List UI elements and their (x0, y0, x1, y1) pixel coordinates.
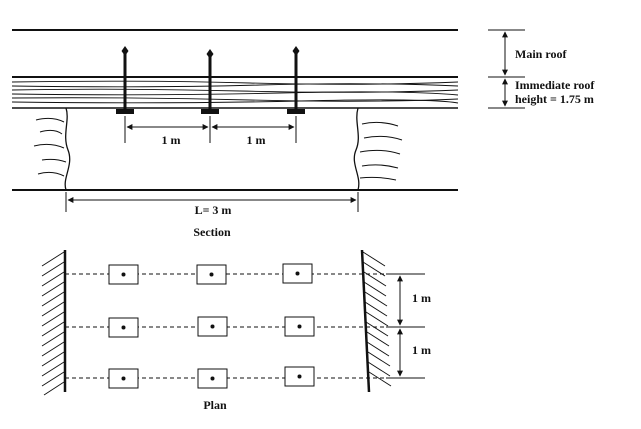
row-spacing-bottom-label: 1 m (412, 343, 431, 357)
span-dimension (65, 192, 359, 212)
plan-caption: Plan (203, 398, 227, 412)
section-view: 1 m 1 m L= 3 m Section Main roof Immedia… (11, 29, 595, 239)
row-spacing-dimension (386, 273, 425, 379)
bearing-plate (197, 316, 228, 337)
bearing-plate (197, 368, 228, 389)
span-label: L= 3 m (195, 203, 232, 217)
bearing-plate (284, 366, 315, 387)
bearing-plate (108, 368, 139, 389)
roof-bolt (287, 46, 305, 114)
left-pillar-wall (33, 107, 71, 191)
roof-bolt (116, 46, 134, 114)
bolt-spacing-right-label: 1 m (247, 133, 266, 147)
bolt-spacing-left-label: 1 m (162, 133, 181, 147)
bearing-plate (196, 264, 227, 285)
main-roof-label: Main roof (515, 47, 567, 61)
bolt-spacing-dimension (124, 116, 297, 143)
right-rib-wall (360, 249, 392, 393)
bearing-plate (284, 316, 315, 337)
right-pillar-wall (353, 107, 403, 191)
left-rib-wall (41, 250, 67, 396)
bearing-plate (108, 317, 139, 338)
bearing-plate (282, 263, 313, 284)
plan-view: 1 m 1 m Plan (41, 249, 431, 412)
immediate-roof-height-label: height = 1.75 m (515, 92, 594, 106)
bearing-plate (108, 264, 139, 285)
section-caption: Section (193, 225, 231, 239)
row-spacing-top-label: 1 m (412, 291, 431, 305)
roof-height-dimension (488, 29, 525, 109)
immediate-roof-label: Immediate roof (515, 78, 595, 92)
immediate-roof-strata (11, 76, 459, 109)
roof-bolt (201, 49, 219, 114)
